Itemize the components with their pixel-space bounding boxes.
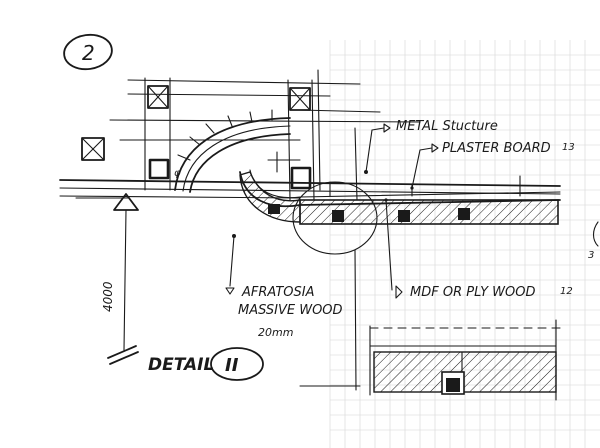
edge-number: 3 <box>588 250 594 261</box>
leader-mdf-plywood <box>385 199 403 299</box>
column-top-right <box>287 79 315 201</box>
sheet-number-marker: 2 <box>63 33 113 71</box>
mdf-thickness: 12 <box>560 286 573 297</box>
afrormosia-thickness: 20mm <box>258 326 293 339</box>
level-arrow <box>75 193 139 365</box>
detail-label-text: DETAIL <box>148 355 214 375</box>
enlarged-detail <box>299 319 561 401</box>
column-top-left <box>144 77 171 191</box>
construction-lines <box>109 69 421 201</box>
detail-callout-circle <box>292 181 378 391</box>
plaster-board-thickness: 13 <box>562 142 575 153</box>
plaster-board-label: PLASTER BOARD <box>442 141 551 156</box>
leader-plaster-board <box>411 143 439 189</box>
wall-section-run <box>239 169 561 225</box>
metal-structure-label: METAL Stucture <box>396 119 498 134</box>
leader-afrormosia <box>225 234 236 295</box>
column-right-lower <box>290 166 312 190</box>
column-mid-bottom <box>148 158 170 180</box>
afrormosia-label-line2: MASSIVE WOOD <box>238 303 343 318</box>
column-left <box>81 137 105 161</box>
svg-text:φ: φ <box>174 168 181 179</box>
detail-numeral: II <box>225 355 239 376</box>
detail-label: DETAIL II <box>148 347 264 381</box>
sheet-number: 2 <box>82 41 95 65</box>
leader-metal-structure <box>365 123 391 173</box>
arched-wall: φ <box>174 109 291 193</box>
vertical-dimension-label: 4000 <box>101 281 115 312</box>
afrormosia-label-line1: AFRATOSIA <box>241 285 315 300</box>
mdf-plywood-label: MDF OR PLY WOOD <box>410 285 535 300</box>
